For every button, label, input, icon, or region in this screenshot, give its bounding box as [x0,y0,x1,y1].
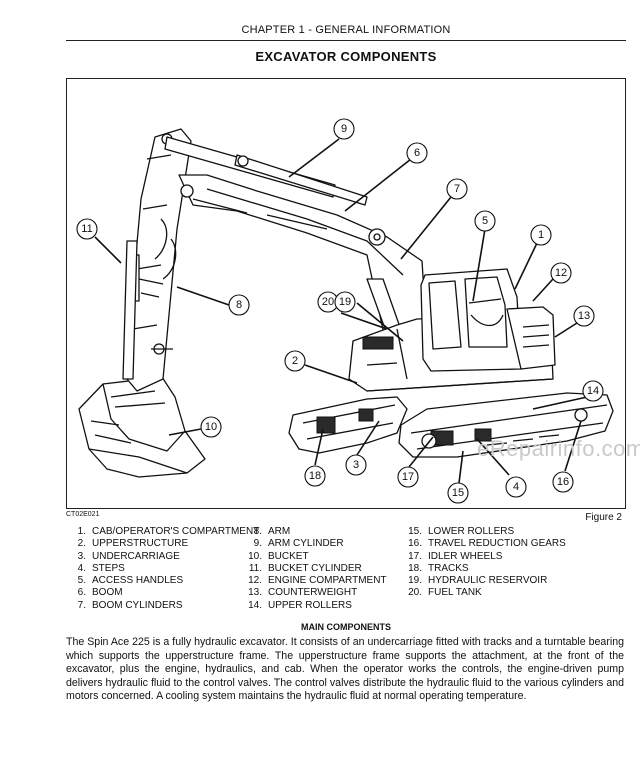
callout-14: 14 [582,380,604,402]
svg-text:7: 7 [454,183,460,195]
legend-item: 19.HYDRAULIC RESERVOIR [408,575,548,587]
svg-text:20: 20 [322,296,334,308]
legend-item: 9.ARM CYLINDER [253,538,344,550]
svg-text:15: 15 [452,487,464,499]
header-divider [66,40,626,41]
track-left-drawing [288,396,408,454]
svg-text:8: 8 [236,299,242,311]
legend-column-1: 1.CAB/OPERATOR'S COMPARTMENT 2.UPPERSTRU… [72,526,260,612]
callout-3: 3 [345,454,367,476]
legend-item: 16.TRAVEL REDUCTION GEARS [408,538,566,550]
svg-text:19: 19 [339,296,351,308]
chapter-header: CHAPTER 1 - GENERAL INFORMATION [241,24,451,36]
svg-text:6: 6 [414,147,420,159]
legend-item: 2.UPPERSTRUCTURE [77,538,189,550]
legend-column-2: 8.ARM 9.ARM CYLINDER 10.BUCKET 11.BUCKET… [248,526,387,612]
svg-text:10: 10 [205,421,217,433]
leader-lines [94,138,588,484]
callout-19: 19 [334,291,356,313]
callout-16: 16 [552,471,574,493]
legend-item: 18.TRACKS [408,562,469,574]
excavator-illustration: 9 6 7 5 1 11 12 20 19 13 8 2 14 10 18 3 … [76,118,614,504]
svg-text:12: 12 [555,267,567,279]
legend-item: 14.UPPER ROLLERS [248,599,352,611]
legend-item: 10.BUCKET [248,550,309,562]
svg-text:17: 17 [402,471,414,483]
callout-8: 8 [228,294,250,316]
legend-item: 17.IDLER WHEELS [408,550,503,562]
svg-text:4: 4 [513,481,519,493]
legend-item: 12.ENGINE COMPARTMENT [248,575,387,587]
bucket-drawing [78,376,206,478]
engine-compartment-drawing [506,306,556,370]
svg-text:16: 16 [557,476,569,488]
callout-2: 2 [284,350,306,372]
callout-10: 10 [200,416,222,438]
legend-column-3: 15.LOWER ROLLERS 16.TRAVEL REDUCTION GEA… [400,526,566,600]
callout-13: 13 [573,305,595,327]
page-title: EXCAVATOR COMPONENTS [255,49,437,64]
callout-5: 5 [474,210,496,232]
figure-code: CT02E021 [66,511,100,518]
callout-18: 18 [304,465,326,487]
cab-drawing [420,268,522,372]
arm-cylinder-drawing [164,136,368,206]
legend-item: 8.ARM [253,526,291,537]
svg-text:1: 1 [538,229,544,241]
legend-item: 6.BOOM [77,587,123,599]
svg-text:18: 18 [309,470,321,482]
legend-item: 1.CAB/OPERATOR'S COMPARTMENT [77,526,260,537]
svg-text:13: 13 [578,310,590,322]
svg-text:9: 9 [341,123,347,135]
callout-15: 15 [447,482,469,504]
hoses-drawing [154,218,177,280]
callout-17: 17 [397,466,419,488]
callout-1: 1 [530,224,552,246]
legend-item: 3.UNDERCARRIAGE [77,550,180,562]
watermark-text: eRepairinfo.com [477,436,640,461]
callout-9: 9 [333,118,355,140]
legend-item: 4.STEPS [77,562,125,574]
excavator-figure: 9 6 7 5 1 11 12 20 19 13 8 2 14 10 18 3 … [66,78,640,509]
svg-text:3: 3 [353,459,359,471]
svg-text:2: 2 [292,355,298,367]
legend-item: 7.BOOM CYLINDERS [77,599,183,611]
legend-item: 11.BUCKET CYLINDER [248,562,362,574]
section-heading: MAIN COMPONENTS [301,622,391,632]
legend-item: 5.ACCESS HANDLES [77,575,184,587]
track-right-drawing [398,392,614,458]
callout-11: 11 [76,218,98,240]
svg-text:5: 5 [482,215,488,227]
section-paragraph: The Spin Ace 225 is a fully hydraulic ex… [66,636,624,702]
callout-4: 4 [505,476,527,498]
bucket-cylinder-drawing [122,240,138,380]
legend-item: 15.LOWER ROLLERS [408,526,515,537]
svg-text:14: 14 [587,385,599,397]
callout-6: 6 [406,142,428,164]
legend-item: 13.COUNTERWEIGHT [248,587,358,599]
callout-12: 12 [550,262,572,284]
figure-label: Figure 2 [585,512,622,523]
callout-20: 20 [317,291,339,313]
callout-7: 7 [446,178,468,200]
svg-text:11: 11 [81,223,92,235]
legend-item: 20.FUEL TANK [408,587,482,599]
